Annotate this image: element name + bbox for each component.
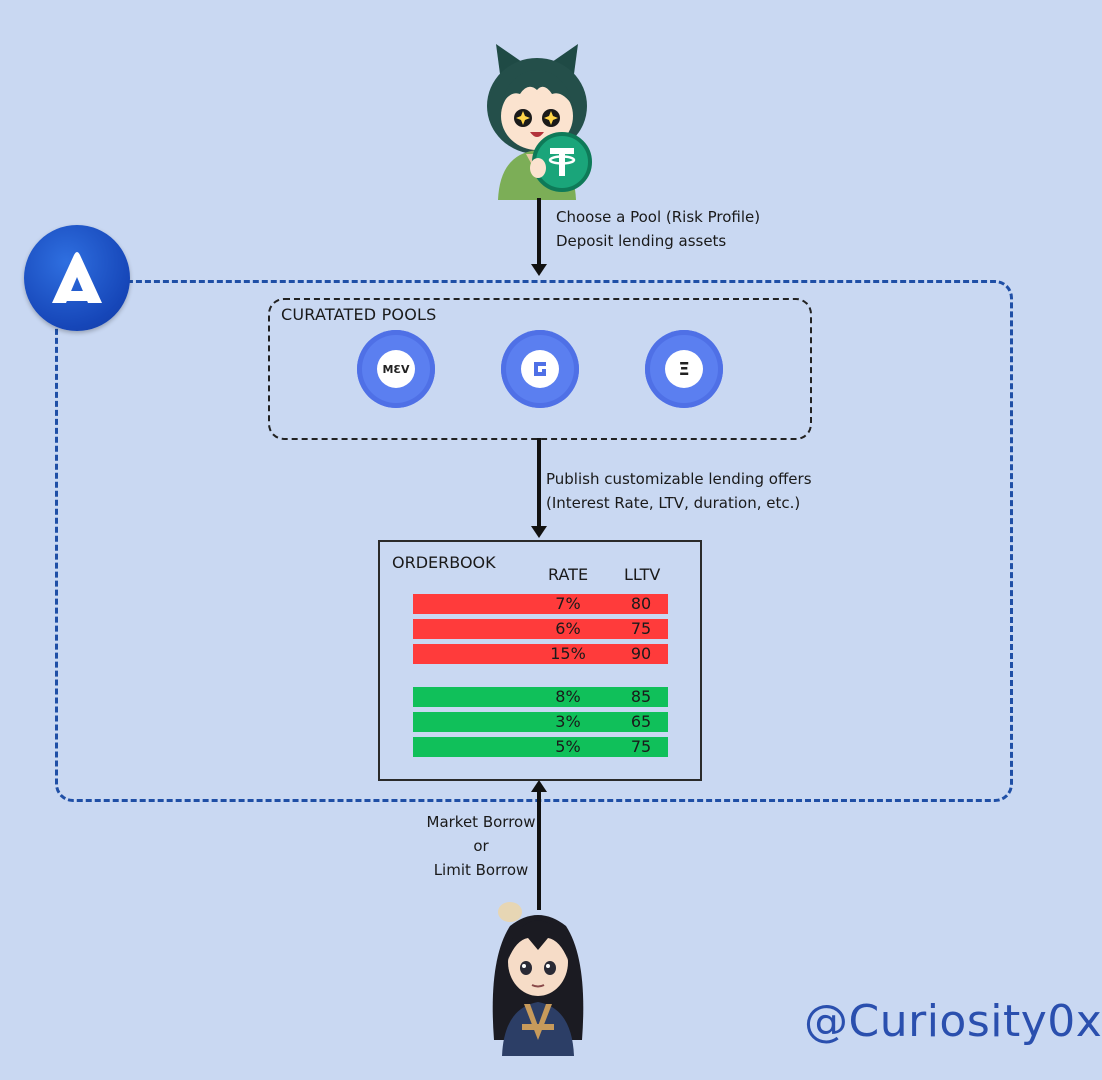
publish-arrow-line xyxy=(537,438,541,526)
mev-capital-logo-icon: MƐV xyxy=(377,350,415,388)
bid-lltv: 75 xyxy=(630,737,652,756)
author-handle: @Curiosity0x xyxy=(804,996,1102,1047)
block-analitica-logo-icon: Ξ xyxy=(665,350,703,388)
publish-arrow-head xyxy=(531,526,547,538)
curated-pools-title: CURATATED POOLS xyxy=(281,305,437,324)
borrow-arrow-line xyxy=(537,792,541,910)
ask-rate: 15% xyxy=(550,644,586,663)
orderbook-bid-row[interactable]: 3% 65 xyxy=(413,712,668,732)
pool-block-analitica[interactable]: Ξ xyxy=(645,330,723,408)
deposit-arrow-line xyxy=(537,198,541,264)
orderbook-lltv-header: LLTV xyxy=(624,565,661,584)
ask-lltv: 90 xyxy=(630,644,652,663)
publish-label-1: Publish customizable lending offers xyxy=(546,470,812,488)
orderbook-ask-row[interactable]: 6% 75 xyxy=(413,619,668,639)
brand-a-icon xyxy=(52,252,102,303)
bid-lltv: 65 xyxy=(630,712,652,731)
ask-rate: 6% xyxy=(555,619,581,638)
pool-gauntlet[interactable] xyxy=(501,330,579,408)
deposit-step-label-2: Deposit lending assets xyxy=(556,232,727,250)
orderbook-ask-row[interactable]: 7% 80 xyxy=(413,594,668,614)
orderbook-rate-header: RATE xyxy=(548,565,589,584)
bid-rate: 3% xyxy=(555,712,581,731)
borrow-label-1: Market Borrow xyxy=(426,813,536,831)
orderbook-bid-row[interactable]: 5% 75 xyxy=(413,737,668,757)
borrower-avatar xyxy=(480,890,596,1056)
deposit-step-label-1: Choose a Pool (Risk Profile) xyxy=(556,208,761,226)
pool-mev-capital[interactable]: MƐV xyxy=(357,330,435,408)
gauntlet-logo-icon xyxy=(521,350,559,388)
publish-label-2: (Interest Rate, LTV, duration, etc.) xyxy=(546,494,801,512)
orderbook-ask-row[interactable]: 15% 90 xyxy=(413,644,668,664)
protocol-frame xyxy=(55,280,1013,802)
bid-rate: 5% xyxy=(555,737,581,756)
borrow-label-3: Limit Borrow xyxy=(433,861,529,879)
borrow-label-2: or xyxy=(473,837,489,855)
bid-lltv: 85 xyxy=(630,687,652,706)
ask-lltv: 75 xyxy=(630,619,652,638)
pool-block-analitica-label: Ξ xyxy=(678,358,690,380)
lender-avatar xyxy=(478,44,596,200)
pool-mev-capital-label: MƐV xyxy=(382,362,410,376)
orderbook-bid-row[interactable]: 8% 85 xyxy=(413,687,668,707)
ask-rate: 7% xyxy=(555,594,581,613)
deposit-arrow-head xyxy=(531,264,547,276)
bid-rate: 8% xyxy=(555,687,581,706)
brand-logo xyxy=(24,225,130,331)
orderbook-title: ORDERBOOK xyxy=(392,553,496,572)
borrow-arrow-head xyxy=(531,780,547,792)
ask-lltv: 80 xyxy=(630,594,652,613)
